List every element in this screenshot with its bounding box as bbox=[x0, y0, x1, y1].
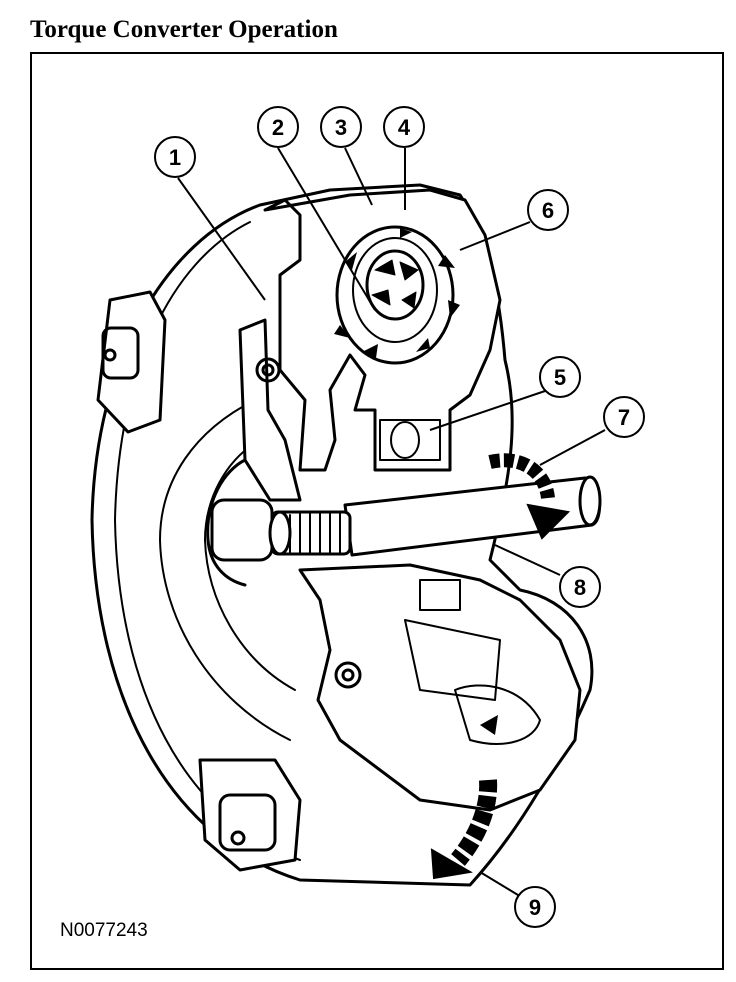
callout-4-label: 4 bbox=[398, 115, 411, 140]
turbine-shaft bbox=[268, 475, 602, 557]
callout-7: 7 bbox=[603, 396, 645, 438]
mounting-pad-lower bbox=[198, 758, 302, 872]
leader-lines bbox=[177, 147, 606, 896]
callout-3: 3 bbox=[320, 106, 362, 148]
housing-rotation-arrow bbox=[430, 779, 498, 880]
lower-cutaway bbox=[298, 563, 582, 812]
callout-4: 4 bbox=[383, 106, 425, 148]
callout-2-label: 2 bbox=[272, 115, 284, 140]
figure-id: N0077243 bbox=[60, 920, 148, 941]
callout-1-label: 1 bbox=[169, 145, 181, 170]
callout-2: 2 bbox=[257, 106, 299, 148]
callout-1: 1 bbox=[154, 136, 196, 178]
stator-hub bbox=[365, 249, 425, 321]
page-title: Torque Converter Operation bbox=[30, 16, 338, 43]
callout-6-label: 6 bbox=[542, 198, 554, 223]
callout-5-label: 5 bbox=[554, 365, 566, 390]
callout-7-label: 7 bbox=[618, 405, 630, 430]
mounting-pad-upper bbox=[96, 290, 167, 434]
fluid-flow-arrows bbox=[334, 228, 460, 358]
callout-5: 5 bbox=[539, 356, 581, 398]
converter-hub bbox=[206, 458, 274, 587]
shaft-rotation-arrow bbox=[488, 453, 571, 540]
upper-cutaway bbox=[238, 188, 502, 502]
callout-3-label: 3 bbox=[335, 115, 347, 140]
callout-6: 6 bbox=[527, 189, 569, 231]
fluid-flow-ring bbox=[335, 225, 455, 365]
callout-8: 8 bbox=[559, 566, 601, 608]
callout-8-label: 8 bbox=[574, 575, 586, 600]
figure-frame bbox=[30, 52, 724, 970]
callout-9-label: 9 bbox=[529, 895, 541, 920]
callout-9: 9 bbox=[514, 886, 556, 928]
